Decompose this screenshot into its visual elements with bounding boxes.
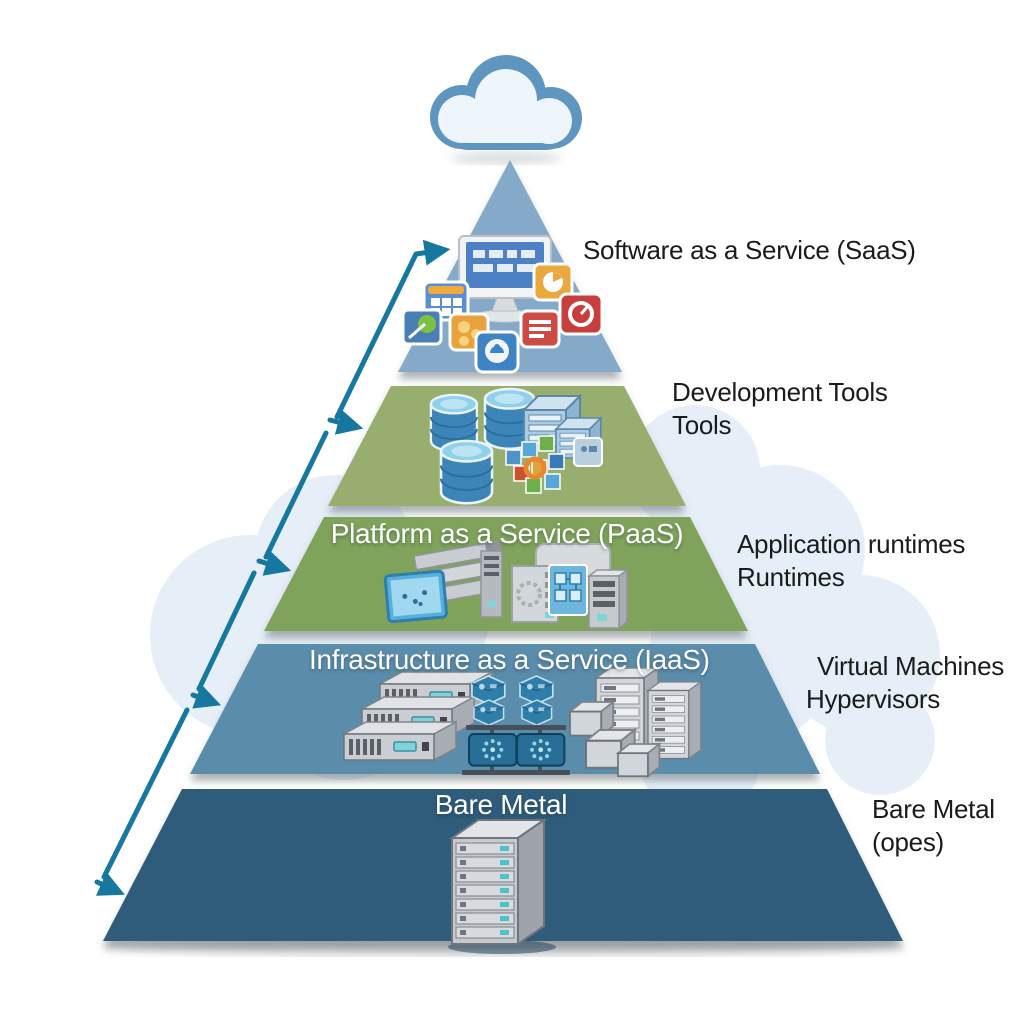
screen-icon [383, 569, 448, 623]
development-tools-icons [429, 387, 603, 505]
cascade-arrow-segment [327, 409, 364, 435]
app-badge-icon [474, 330, 520, 374]
server-tower-icon [586, 568, 630, 630]
rack-server-icon [343, 721, 457, 761]
virtual-machines-side-label-line: Hypervisors [806, 684, 940, 714]
bare-metal-side-label-line: Bare Metal [872, 794, 995, 824]
development-tools-side-label: Development Tools Tools [672, 376, 888, 442]
hypervisor-switch-icon [468, 733, 518, 767]
app-pie-icon [532, 262, 574, 302]
application-runtimes-side-label-line: Runtimes [737, 562, 845, 592]
bare-metal-side-label: Bare Metal (opes) [872, 793, 995, 859]
cascade-arrow-segment [256, 550, 292, 576]
server-tower-icon [480, 550, 503, 618]
server-tower-icon [448, 818, 556, 954]
cascade-arrow-segment [334, 239, 451, 420]
development-tools-side-label-line: Development Tools [672, 377, 888, 407]
module-tile-icon [573, 437, 603, 467]
build-blocks-icon [505, 435, 565, 494]
bare-metal-side-label-line: (opes) [872, 827, 944, 857]
virtual-machine-unit [510, 675, 570, 775]
virtual-machines-side-label-line: Virtual Machines [817, 651, 1004, 681]
saas-side-label-line: Software as a Service (SaaS) [583, 235, 916, 265]
panel-icon [548, 564, 588, 616]
iaas-layer-title: Infrastructure as a Service (IaaS) [309, 644, 710, 675]
app-gauge-icon [558, 292, 604, 336]
cascade-arrow-segment [190, 684, 222, 709]
database-icon [439, 439, 494, 505]
virtual-machine-unit [462, 675, 522, 775]
saas-side-label: Software as a Service (SaaS) [583, 234, 916, 267]
cascade-arrow-segment [101, 707, 190, 880]
application-runtimes-side-label: Application runtimes Runtimes [737, 528, 965, 594]
paas-icons [383, 540, 630, 630]
bare-metal-layer-title: Bare Metal [434, 789, 568, 820]
app-chart-icon [401, 308, 443, 346]
cascade-arrow-segment [263, 430, 329, 560]
development-tools-side-label-line: Tools [672, 410, 732, 440]
application-runtimes-side-label-line: Application runtimes [737, 529, 966, 559]
cloud-shadow [450, 152, 562, 164]
cascade-arrow-segment [196, 570, 257, 692]
monitor-icon [458, 235, 552, 323]
storage-box-icon [617, 743, 661, 778]
cascade-arrows [94, 239, 451, 896]
virtual-machines-side-label: Virtual Machines Hypervisors [806, 650, 1004, 716]
iaas-icons [343, 667, 702, 778]
cascade-arrow-segment [94, 872, 125, 896]
paas-layer-title: Platform as a Service (PaaS) [330, 518, 684, 549]
cloud-icon [430, 55, 582, 150]
saas-icons [401, 235, 604, 374]
hypervisor-switch-icon [516, 733, 566, 767]
app-document-icon [519, 309, 561, 349]
